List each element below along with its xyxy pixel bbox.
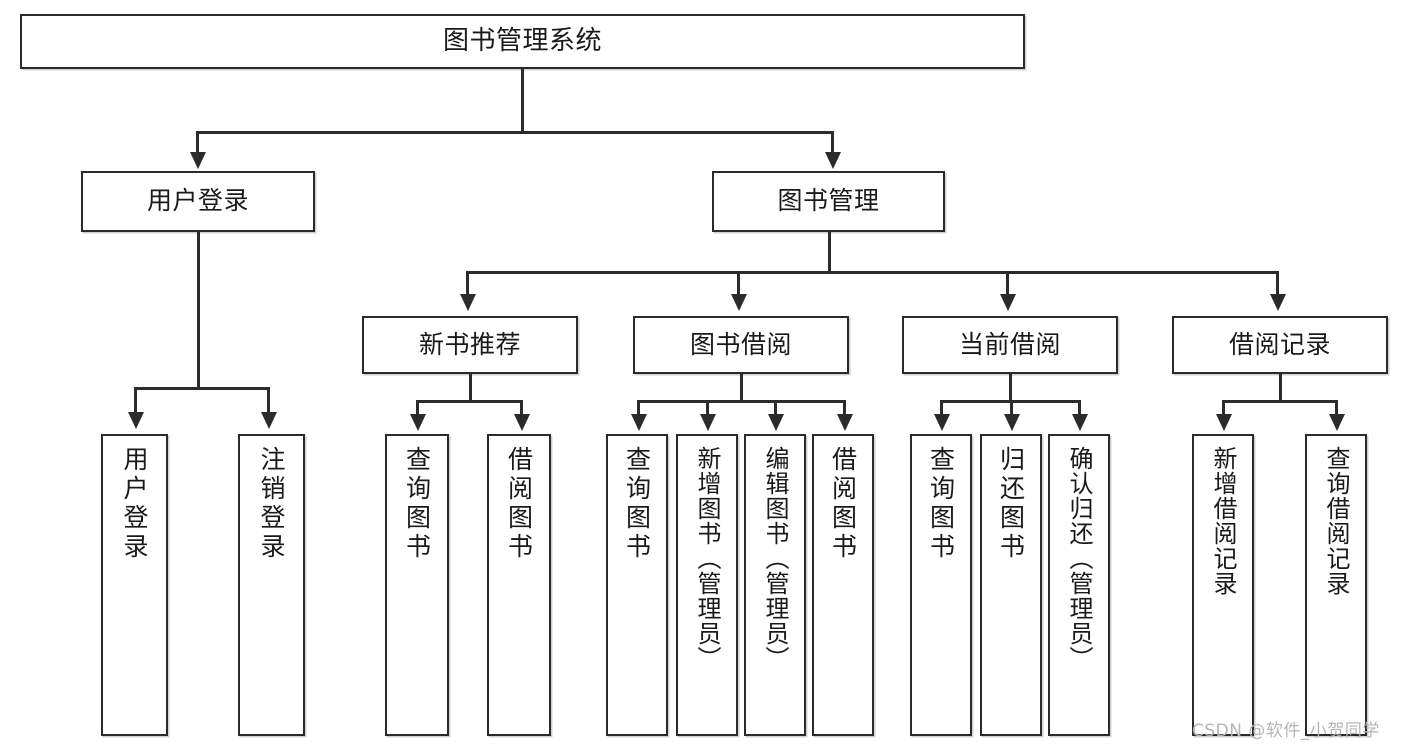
node-label: 新增图书（管理员） bbox=[693, 446, 721, 671]
arrow-bb-leaf-3 bbox=[768, 414, 784, 431]
connector-bb-leaf-1 bbox=[637, 400, 640, 416]
connector-to-book-borrow bbox=[737, 271, 740, 296]
arrow-root-to-book-management bbox=[825, 152, 841, 169]
node-label: 归还图书 bbox=[996, 446, 1026, 562]
node-label: 编辑图书（管理员） bbox=[761, 446, 789, 671]
leaf-confirm-return-admin[interactable]: 确认归还（管理员） bbox=[1048, 434, 1110, 736]
connector-user-login-to-leaf-1 bbox=[134, 387, 137, 414]
node-label: 新书推荐 bbox=[418, 329, 521, 359]
node-label: 用户登录 bbox=[146, 186, 249, 216]
connector-level2-bus bbox=[466, 271, 1278, 274]
connector-bb-leaf-4 bbox=[843, 400, 846, 416]
node-label: 用户登录 bbox=[120, 446, 149, 562]
connector-to-new-book-recommend bbox=[466, 271, 469, 296]
node-current-borrow[interactable]: 当前借阅 bbox=[902, 316, 1118, 374]
leaf-return-book[interactable]: 归还图书 bbox=[980, 434, 1042, 736]
connector-borrow-record-stem bbox=[1279, 374, 1282, 401]
connector-cb-leaf-1 bbox=[940, 400, 943, 416]
arrow-to-borrow-record bbox=[1270, 294, 1286, 311]
node-book-management[interactable]: 图书管理 bbox=[712, 171, 945, 232]
arrow-to-new-book-recommend bbox=[460, 294, 476, 311]
leaf-query-book-borrow[interactable]: 查询图书 bbox=[606, 434, 668, 736]
node-new-book-recommend[interactable]: 新书推荐 bbox=[362, 316, 578, 374]
arrow-to-current-borrow bbox=[1000, 294, 1016, 311]
node-user-login[interactable]: 用户登录 bbox=[81, 171, 315, 232]
connector-borrow-record-bus bbox=[1222, 400, 1337, 403]
arrow-br-leaf-1 bbox=[1216, 414, 1232, 431]
node-label: 查询借阅记录 bbox=[1322, 446, 1350, 596]
leaf-query-book-recommend[interactable]: 查询图书 bbox=[385, 434, 449, 736]
leaf-edit-book-admin[interactable]: 编辑图书（管理员） bbox=[744, 434, 806, 736]
connector-bb-leaf-3 bbox=[774, 400, 777, 416]
leaf-query-borrow-record[interactable]: 查询借阅记录 bbox=[1305, 434, 1367, 736]
arrow-bb-leaf-2 bbox=[700, 414, 716, 431]
leaf-user-login[interactable]: 用户登录 bbox=[101, 434, 168, 736]
node-label: 图书借阅 bbox=[689, 329, 792, 359]
arrow-user-login-to-leaf-1 bbox=[128, 412, 144, 429]
node-label: 当前借阅 bbox=[958, 329, 1061, 359]
connector-to-borrow-record bbox=[1276, 271, 1279, 296]
watermark-text: CSDN @软件_小贺同学 bbox=[1192, 721, 1380, 741]
connector-bb-leaf-2 bbox=[706, 400, 709, 416]
connector-root-stem bbox=[521, 69, 524, 132]
connector-cb-leaf-2 bbox=[1010, 400, 1013, 416]
leaf-borrow-book-recommend[interactable]: 借阅图书 bbox=[487, 434, 551, 736]
node-label: 新增借阅记录 bbox=[1209, 446, 1237, 596]
node-root-book-management-system[interactable]: 图书管理系统 bbox=[20, 14, 1025, 69]
node-label: 注销登录 bbox=[257, 446, 286, 562]
node-book-borrow[interactable]: 图书借阅 bbox=[633, 316, 849, 374]
arrow-to-book-borrow bbox=[731, 294, 747, 311]
node-label: 借阅记录 bbox=[1228, 329, 1331, 359]
arrow-root-to-user-login bbox=[190, 152, 206, 169]
arrow-nbr-leaf-1 bbox=[410, 414, 426, 431]
node-label: 借阅图书 bbox=[828, 446, 858, 562]
node-label: 图书管理 bbox=[777, 186, 880, 216]
leaf-query-book-current[interactable]: 查询图书 bbox=[910, 434, 972, 736]
connector-root-to-book-management bbox=[831, 131, 834, 154]
arrow-cb-leaf-2 bbox=[1004, 414, 1020, 431]
leaf-add-book-admin[interactable]: 新增图书（管理员） bbox=[676, 434, 738, 736]
arrow-cb-leaf-3 bbox=[1072, 414, 1088, 431]
node-label: 图书管理系统 bbox=[442, 25, 602, 56]
node-label: 借阅图书 bbox=[504, 446, 534, 562]
arrow-nbr-leaf-2 bbox=[514, 414, 530, 431]
connector-user-login-bus bbox=[134, 387, 269, 390]
leaf-logout[interactable]: 注销登录 bbox=[238, 434, 305, 736]
connector-nbr-leaf-1 bbox=[416, 400, 419, 416]
connector-book-borrow-bus bbox=[637, 400, 845, 403]
connector-br-leaf-2 bbox=[1335, 400, 1338, 416]
connector-root-bus bbox=[196, 131, 833, 134]
connector-book-management-stem bbox=[828, 232, 831, 272]
connector-new-book-recommend-bus bbox=[416, 400, 523, 403]
node-label: 查询图书 bbox=[926, 446, 956, 562]
connector-br-leaf-1 bbox=[1222, 400, 1225, 416]
connector-cb-leaf-3 bbox=[1078, 400, 1081, 416]
connector-new-book-recommend-stem bbox=[469, 374, 472, 401]
node-label: 查询图书 bbox=[402, 446, 432, 562]
arrow-user-login-to-leaf-2 bbox=[261, 412, 277, 429]
connector-user-login-to-leaf-2 bbox=[267, 387, 270, 414]
connector-root-to-user-login bbox=[196, 131, 199, 154]
connector-nbr-leaf-2 bbox=[520, 400, 523, 416]
node-label: 确认归还（管理员） bbox=[1065, 446, 1093, 671]
node-borrow-record[interactable]: 借阅记录 bbox=[1172, 316, 1388, 374]
arrow-br-leaf-2 bbox=[1329, 414, 1345, 431]
leaf-add-borrow-record[interactable]: 新增借阅记录 bbox=[1192, 434, 1254, 736]
connector-user-login-stem bbox=[197, 232, 200, 388]
arrow-bb-leaf-1 bbox=[631, 414, 647, 431]
connector-to-current-borrow bbox=[1006, 271, 1009, 296]
node-label: 查询图书 bbox=[622, 446, 652, 562]
connector-current-borrow-stem bbox=[1009, 374, 1012, 401]
arrow-cb-leaf-1 bbox=[934, 414, 950, 431]
leaf-borrow-book[interactable]: 借阅图书 bbox=[812, 434, 874, 736]
arrow-bb-leaf-4 bbox=[837, 414, 853, 431]
connector-book-borrow-stem bbox=[740, 374, 743, 401]
